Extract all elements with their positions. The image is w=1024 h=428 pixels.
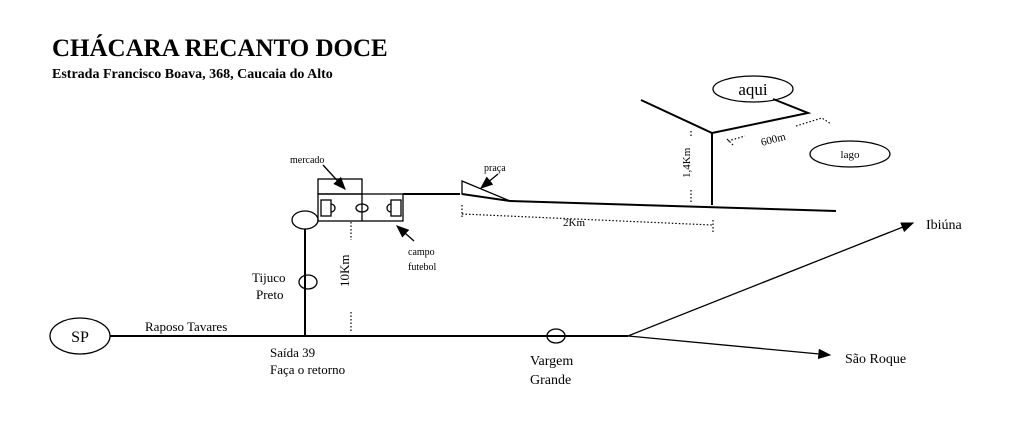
praca-arrow: [479, 173, 499, 189]
dist-600m-label: 600m: [760, 131, 788, 149]
vargem-grande-marker: [546, 328, 566, 344]
road-to-sao-roque: [627, 335, 832, 360]
mercado-arrow: [322, 164, 346, 190]
dist-10km-label: 10Km: [337, 255, 352, 288]
praca-label: praça: [484, 163, 506, 174]
mercado-label: mercado: [290, 155, 324, 166]
aqui-label: aqui: [738, 80, 768, 99]
futebol-label: futebol: [408, 262, 437, 273]
address: Estrada Francisco Boava, 368, Caucaia do…: [52, 67, 333, 82]
campo-arrow: [396, 225, 415, 242]
lago-label: lago: [841, 149, 860, 161]
aqui-marker: [712, 75, 794, 103]
estrada-road: [509, 200, 837, 212]
dist-2km-label: 2Km: [563, 217, 585, 229]
tijuco-label: Tijuco: [252, 270, 285, 285]
map-title: CHÁCARA RECANTO DOCE: [52, 34, 388, 62]
mercado-building: [317, 178, 363, 195]
campo-label: campo: [408, 247, 435, 258]
tijuco-preto-marker: [298, 274, 318, 290]
ibiuna-label: Ibiúna: [926, 218, 963, 233]
retorno-label: Faça o retorno: [270, 362, 345, 377]
roundabout-marker: [291, 210, 319, 230]
lago-marker: [809, 140, 891, 168]
sp-label: SP: [71, 329, 89, 346]
sao-roque-label: São Roque: [845, 352, 906, 367]
raposo-label: Raposo Tavares: [145, 319, 227, 334]
distance-marker: [461, 213, 713, 226]
soccer-field: [317, 193, 404, 222]
access-road: [711, 98, 812, 134]
dist-14km-label: 1,4Km: [681, 147, 693, 178]
road-to-ibiuna: [627, 222, 915, 337]
grande-label: Grande: [530, 373, 571, 388]
saida-label: Saída 39: [270, 345, 315, 360]
vargem-label: Vargem: [530, 354, 573, 369]
preto-label: Preto: [256, 287, 283, 302]
